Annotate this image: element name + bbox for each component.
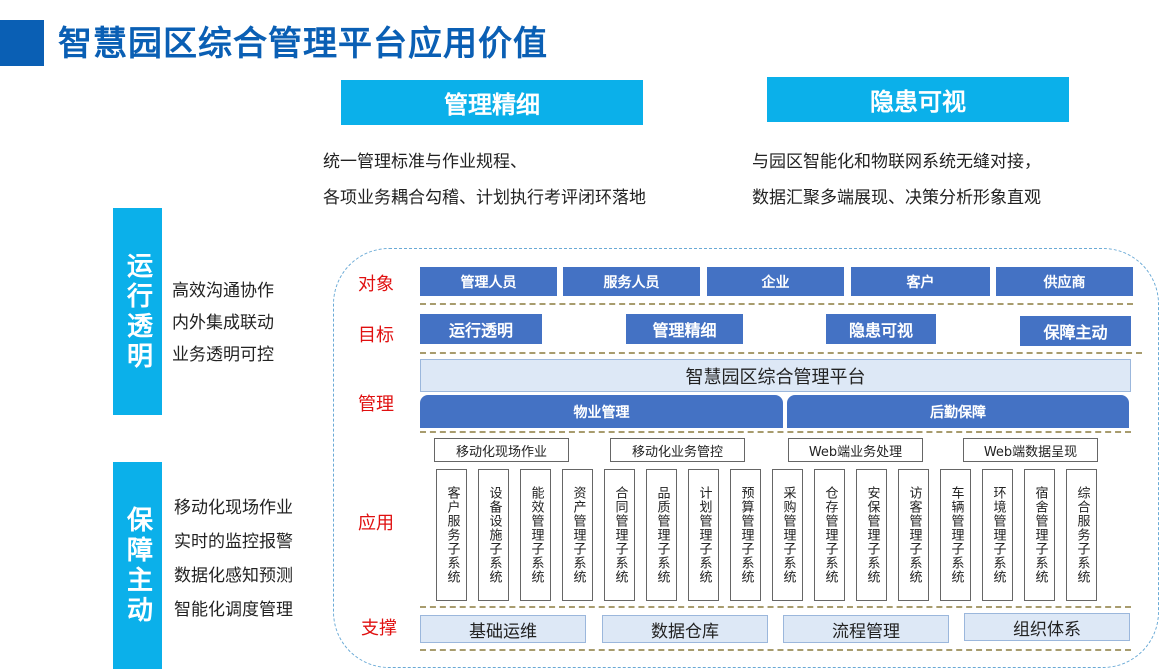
- row-label-management: 管理: [358, 394, 394, 415]
- subsystem-column: 计划管理子系统: [688, 469, 719, 601]
- subsystem-column: 采购管理子系统: [772, 469, 803, 601]
- management-block-logistics: 后勤保障: [787, 395, 1129, 428]
- platform-bar: 智慧园区综合管理平台: [420, 359, 1131, 392]
- architecture-frame: [333, 248, 1159, 668]
- subsystem-column: 能效管理子系统: [520, 469, 551, 601]
- support-block: 组织体系: [964, 613, 1130, 641]
- list-item: 实时的监控报警: [174, 532, 293, 552]
- side-tab-label: 运行透明: [122, 251, 153, 372]
- subsystem-column: 车辆管理子系统: [940, 469, 971, 601]
- value-list-active-assurance: 移动化现场作业 实时的监控报警 数据化感知预测 智能化调度管理: [174, 491, 293, 627]
- row-label-support: 支撑: [361, 618, 397, 639]
- support-block: 流程管理: [783, 615, 949, 643]
- subsystem-column: 安保管理子系统: [856, 469, 887, 601]
- app-group-header: Web端业务处理: [788, 438, 923, 462]
- object-block: 管理人员: [420, 267, 557, 296]
- subsystem-column: 设备设施子系统: [478, 469, 509, 601]
- value-desc-fine-management: 统一管理标准与作业规程、 各项业务耦合勾稽、计划执行考评闭环落地: [323, 144, 646, 216]
- side-tab-label: 保障主动: [122, 505, 153, 626]
- value-box-transparent-operation: 运行透明: [113, 208, 162, 415]
- list-item: 内外集成联动: [172, 313, 274, 333]
- subsystem-column: 预算管理子系统: [730, 469, 761, 601]
- list-item: 高效沟通协作: [172, 281, 274, 301]
- row-divider: [420, 303, 1133, 305]
- object-block: 企业: [707, 267, 844, 296]
- app-group-header: 移动化业务管控: [610, 438, 745, 462]
- desc-line: 与园区智能化和物联网系统无缝对接，: [752, 152, 1041, 172]
- object-block: 服务人员: [563, 267, 700, 296]
- subsystem-column: 品质管理子系统: [646, 469, 677, 601]
- management-block-property: 物业管理: [420, 395, 783, 428]
- app-group-header: Web端数据呈现: [963, 438, 1098, 462]
- subsystem-column: 合同管理子系统: [604, 469, 635, 601]
- value-box-active-assurance: 保障主动: [113, 462, 162, 669]
- subsystem-column: 环境管理子系统: [982, 469, 1013, 601]
- value-box-fine-management: 管理精细: [341, 80, 643, 125]
- goal-block: 保障主动: [1020, 316, 1131, 346]
- app-group-header: 移动化现场作业: [434, 438, 569, 462]
- row-label-goal: 目标: [358, 325, 394, 346]
- title-accent-bar: [0, 20, 44, 66]
- object-block: 供应商: [996, 267, 1133, 296]
- support-block: 数据仓库: [602, 615, 768, 643]
- row-divider: [420, 431, 1131, 433]
- goal-block: 管理精细: [626, 314, 743, 344]
- row-divider: [420, 606, 1131, 608]
- subsystem-column: 综合服务子系统: [1066, 469, 1097, 601]
- list-item: 数据化感知预测: [174, 566, 293, 586]
- object-block: 客户: [851, 267, 990, 296]
- value-box-hazard-visible: 隐患可视: [767, 77, 1069, 122]
- row-label-object: 对象: [358, 274, 394, 295]
- list-item: 业务透明可控: [172, 345, 274, 365]
- subsystem-column: 访客管理子系统: [898, 469, 929, 601]
- list-item: 智能化调度管理: [174, 600, 293, 620]
- page-title: 智慧园区综合管理平台应用价值: [58, 24, 548, 64]
- list-item: 移动化现场作业: [174, 498, 293, 518]
- subsystem-column: 仓存管理子系统: [814, 469, 845, 601]
- subsystem-column: 宿舍管理子系统: [1024, 469, 1055, 601]
- row-divider: [420, 352, 1142, 354]
- subsystem-column: 资产管理子系统: [562, 469, 593, 601]
- support-block: 基础运维: [420, 615, 586, 643]
- goal-block: 隐患可视: [826, 314, 936, 344]
- subsystem-column: 客户服务子系统: [436, 469, 467, 601]
- desc-line: 各项业务耦合勾稽、计划执行考评闭环落地: [323, 188, 646, 208]
- goal-block: 运行透明: [420, 314, 542, 344]
- row-divider: [420, 649, 1131, 651]
- value-desc-hazard-visible: 与园区智能化和物联网系统无缝对接， 数据汇聚多端展现、决策分析形象直观: [752, 144, 1041, 216]
- row-label-application: 应用: [358, 513, 394, 534]
- value-list-transparent-operation: 高效沟通协作 内外集成联动 业务透明可控: [172, 275, 274, 371]
- desc-line: 统一管理标准与作业规程、: [323, 152, 527, 172]
- desc-line: 数据汇聚多端展现、决策分析形象直观: [752, 188, 1041, 208]
